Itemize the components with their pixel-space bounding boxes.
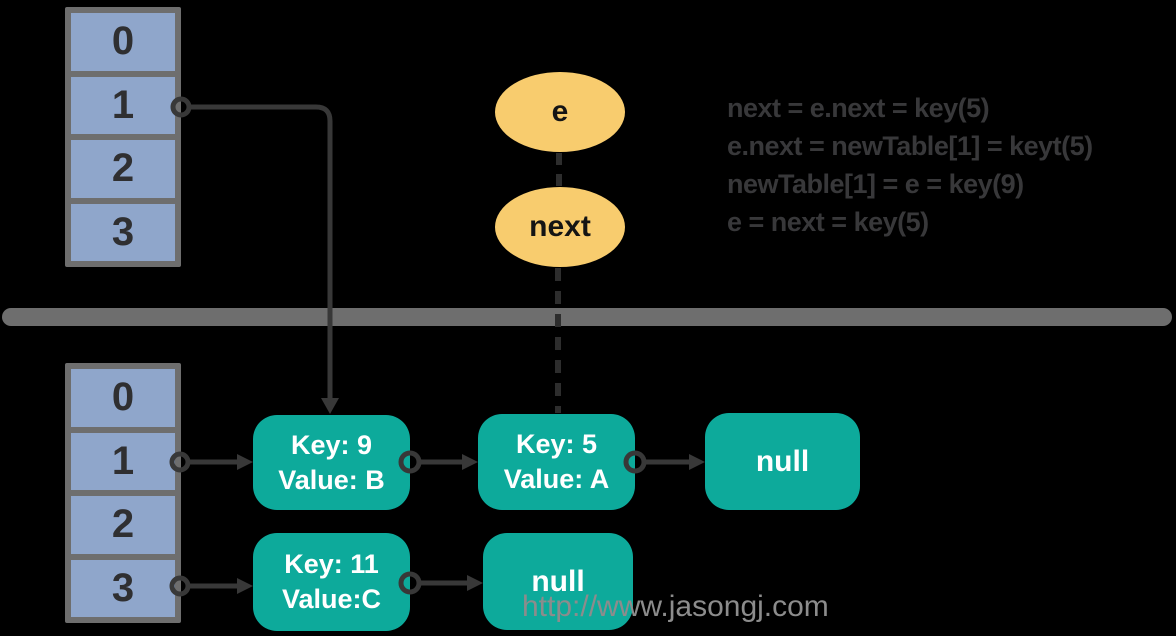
arrow-key5-to-null bbox=[645, 454, 705, 470]
arrow-newcell3-to-key11 bbox=[189, 578, 253, 594]
old-table-cell-2: 2 bbox=[71, 140, 175, 198]
new-table-array: 0 1 2 3 bbox=[65, 363, 181, 623]
code-line-4: e = next = key(5) bbox=[727, 207, 929, 237]
watermark-url: http://www.jasongj.com bbox=[522, 590, 829, 623]
code-line-2: e.next = newTable[1] = keyt(5) bbox=[727, 131, 1093, 161]
node-null-2-label: null bbox=[531, 565, 585, 598]
node-key9-value: Value: B bbox=[278, 464, 385, 495]
pointer-e-ellipse: e bbox=[495, 72, 625, 152]
old-table-cell-3: 3 bbox=[71, 203, 175, 261]
arrow-key9-to-key5 bbox=[420, 454, 478, 470]
new-table-cell-2: 2 bbox=[71, 496, 175, 554]
node-key9: Key: 9 Value: B bbox=[253, 415, 410, 510]
divider-bar bbox=[2, 308, 1172, 326]
arrow-key11-to-null bbox=[420, 575, 483, 591]
node-key11: Key: 11 Value:C bbox=[253, 533, 410, 631]
old-table-cell-1: 1 bbox=[71, 76, 175, 134]
node-key5-value: Value: A bbox=[503, 464, 610, 494]
new-table-cell-0: 0 bbox=[71, 369, 175, 427]
arrow-oldcell1-to-key9 bbox=[189, 104, 339, 414]
code-line-1: next = e.next = key(5) bbox=[727, 93, 990, 123]
node-key5-key: Key: 5 bbox=[515, 429, 598, 459]
node-key5: Key: 5 Value: A bbox=[478, 414, 635, 510]
node-null-1-label: null bbox=[755, 445, 810, 478]
pointer-next-ellipse: next bbox=[495, 187, 625, 267]
node-null-1: null bbox=[705, 413, 860, 510]
new-table-cell-3: 3 bbox=[71, 559, 175, 617]
old-table-array: 0 1 2 3 bbox=[65, 7, 181, 267]
code-annotation: next = e.next = key(5) e.next = newTable… bbox=[727, 89, 1093, 241]
node-key9-key: Key: 9 bbox=[290, 429, 373, 460]
code-line-3: newTable[1] = e = key(9) bbox=[727, 169, 1024, 199]
node-key11-key: Key: 11 bbox=[284, 549, 379, 579]
node-null-2: null bbox=[483, 533, 633, 630]
arrow-newcell1-to-key9 bbox=[189, 454, 253, 470]
new-table-cell-1: 1 bbox=[71, 432, 175, 490]
old-table-cell-0: 0 bbox=[71, 13, 175, 71]
node-key11-value: Value:C bbox=[281, 584, 382, 614]
